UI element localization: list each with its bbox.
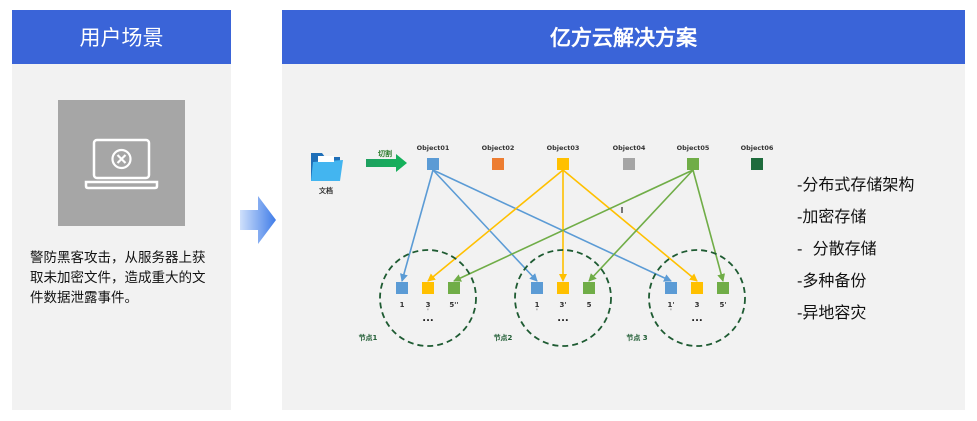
object-label: Object04	[613, 144, 646, 152]
storage-node-ring	[379, 249, 477, 347]
object-block	[623, 158, 635, 170]
solution-item-backup: -多种备份	[797, 271, 867, 290]
laptop-error-icon	[58, 100, 185, 226]
node-block-label: 1	[400, 301, 405, 309]
solution-item-encrypted: -加密存储	[797, 207, 867, 226]
object-label: Object01	[417, 144, 450, 152]
scenario-description: 警防黑客攻击，从服务器上获取未加密文件，造成重大的文件数据泄露事件。	[30, 250, 206, 306]
node-block	[583, 282, 595, 294]
object-block	[687, 158, 699, 170]
node-label: 节点 3	[626, 333, 647, 342]
node-block	[691, 282, 703, 294]
node-block-label: 5''	[449, 301, 458, 309]
user-scenario-title: 用户场景	[12, 10, 231, 64]
node-ellipsis: ...	[557, 313, 568, 324]
object-label: Object06	[741, 144, 774, 152]
solution-item-disaster-recovery: -异地容灾	[797, 303, 867, 322]
node-ellipsis: ...	[422, 313, 433, 324]
node-block-mark: '	[427, 308, 429, 315]
distribution-arrow	[432, 169, 538, 282]
distribution-arrow	[453, 169, 694, 282]
node-block-label: 3'	[559, 301, 566, 309]
distribution-arrow	[692, 169, 726, 282]
solution-title: 亿方云解决方案	[282, 10, 965, 64]
distribution-arrow	[400, 169, 434, 282]
object-label: Object03	[547, 144, 580, 152]
node-block-label: 1	[535, 301, 540, 309]
node-block-label: 5	[587, 301, 592, 309]
right-arrow-icon	[240, 196, 276, 244]
node-block-mark: '	[536, 308, 538, 315]
split-label: 切割	[378, 149, 392, 158]
object-block	[492, 158, 504, 170]
solution-item-dispersed: - 分散存储	[797, 239, 877, 258]
node-block-label: 5'	[719, 301, 726, 309]
split-arrow-icon	[366, 154, 407, 172]
node-block	[557, 282, 569, 294]
storage-node-ring	[514, 249, 612, 347]
object-label: Object05	[677, 144, 710, 152]
node-block	[448, 282, 460, 294]
node-block	[665, 282, 677, 294]
distribution-arrow	[427, 169, 564, 282]
node-block	[422, 282, 434, 294]
object-label: Object02	[482, 144, 515, 152]
distribution-arrow	[562, 169, 698, 282]
solution-panel	[282, 10, 965, 410]
solution-item-distributed: -分布式存储架构	[797, 175, 915, 194]
distribution-arrow	[432, 169, 672, 282]
storage-node-ring	[648, 249, 746, 347]
node-block	[531, 282, 543, 294]
node-block-label: 3	[426, 301, 431, 309]
node-block-label: 3	[695, 301, 700, 309]
node-block	[717, 282, 729, 294]
node-ellipsis: ...	[691, 313, 702, 324]
object-block	[427, 158, 439, 170]
node-label: 节点2	[494, 333, 513, 342]
node-block	[396, 282, 408, 294]
distribution-arrow	[588, 169, 694, 282]
object-block	[751, 158, 763, 170]
node-label: 节点1	[359, 333, 378, 342]
node-block-label: 1'	[667, 301, 674, 309]
folder-icon	[311, 153, 343, 181]
node-block-mark: '	[670, 308, 672, 315]
object-block	[557, 158, 569, 170]
file-label: 文档	[319, 186, 333, 195]
